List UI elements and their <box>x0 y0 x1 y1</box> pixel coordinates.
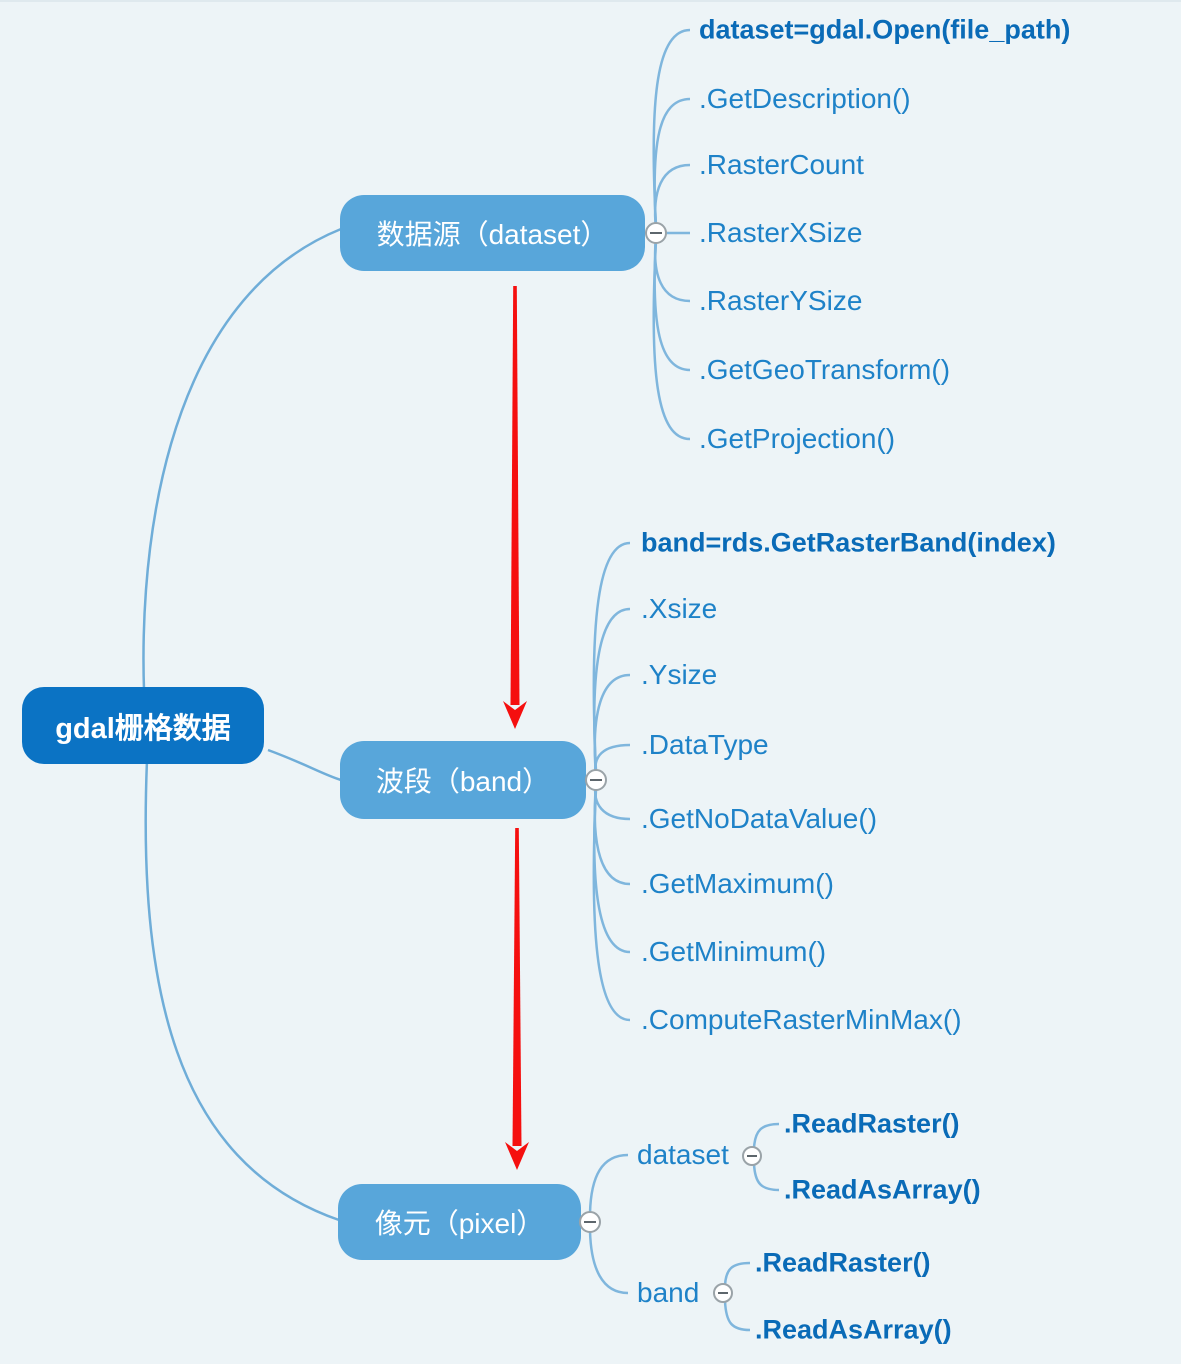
connector-band-child-5 <box>593 784 631 886</box>
connector-dataset-child-4 <box>653 236 691 303</box>
connector-dataset-child-5 <box>653 238 691 372</box>
connector-dataset-child-2 <box>653 163 691 230</box>
dataset-method-getgeotransform[interactable]: .GetGeoTransform() <box>699 354 951 385</box>
root-node-gdal-raster[interactable]: gdal栅格数据 <box>22 687 264 764</box>
branch-node-band[interactable]: 波段（band） <box>340 741 586 819</box>
pixel-dataset-readasarray[interactable]: .ReadAsArray() <box>784 1174 981 1205</box>
branch-node-dataset[interactable]: 数据源（dataset） <box>340 195 645 271</box>
dataset-method-getdescription[interactable]: .GetDescription() <box>699 83 911 114</box>
band-method-getmaximum[interactable]: .GetMaximum() <box>641 868 834 899</box>
band-method-getnodatavalue[interactable]: .GetNoDataValue() <box>641 803 878 834</box>
collapse-icon-dataset[interactable] <box>645 222 667 244</box>
band-method-getminimum[interactable]: .GetMinimum() <box>641 936 827 967</box>
dataset-attr-rasterxsize[interactable]: .RasterXSize <box>699 217 863 248</box>
band-attr-xsize[interactable]: .Xsize <box>641 593 718 624</box>
band-method-computerasterminmax[interactable]: .ComputeRasterMinMax() <box>641 1004 962 1035</box>
connector-pixel-to-band <box>588 1230 629 1295</box>
connector-root-to-dataset <box>142 227 342 729</box>
flow-arrow-band-to-pixel <box>505 828 529 1170</box>
branch-node-dataset-label: 数据源（dataset） <box>376 219 609 250</box>
connector-band-child-2 <box>593 673 631 776</box>
connector-band-child-6 <box>593 786 631 954</box>
collapse-icon-pixel-band[interactable] <box>713 1283 733 1303</box>
collapse-icon-band[interactable] <box>585 769 607 791</box>
branch-node-band-label: 波段（band） <box>375 766 551 797</box>
dataset-method-open[interactable]: dataset=gdal.Open(file_path) <box>699 14 1071 45</box>
dataset-method-getprojection[interactable]: .GetProjection() <box>699 423 896 454</box>
connector-band-child-7 <box>592 788 631 1022</box>
band-attr-datatype[interactable]: .DataType <box>641 729 769 760</box>
connector-pixel-dataset-child-0 <box>752 1122 780 1149</box>
connector-pixel-to-dataset <box>588 1153 629 1214</box>
minus-glyph <box>747 1155 757 1157</box>
band-method-getrasterband[interactable]: band=rds.GetRasterBand(index) <box>641 527 1056 558</box>
flow-arrow-dataset-to-band <box>503 286 527 729</box>
collapse-icon-pixel[interactable] <box>579 1211 601 1233</box>
dataset-attr-rasterysize[interactable]: .RasterYSize <box>699 285 863 316</box>
pixel-subnode-band[interactable]: band <box>637 1277 700 1308</box>
minus-glyph <box>718 1292 728 1294</box>
connector-root-to-pixel <box>144 759 340 1222</box>
root-node-label: gdal栅格数据 <box>55 712 231 745</box>
pixel-dataset-readraster[interactable]: .ReadRaster() <box>784 1108 960 1139</box>
pixel-band-readraster[interactable]: .ReadRaster() <box>755 1247 931 1278</box>
collapse-icon-pixel-dataset[interactable] <box>742 1146 762 1166</box>
connector-root-to-band <box>267 748 342 782</box>
band-attr-ysize[interactable]: .Ysize <box>641 659 718 690</box>
connector-pixel-dataset-child-1 <box>752 1163 780 1192</box>
connector-pixel-band-child-1 <box>723 1300 751 1332</box>
minus-glyph <box>650 232 662 234</box>
minus-glyph <box>584 1221 596 1223</box>
connector-dataset-child-0 <box>652 28 691 226</box>
connector-dataset-child-6 <box>652 240 691 441</box>
pixel-subnode-dataset[interactable]: dataset <box>637 1139 729 1170</box>
connector-pixel-band-child-0 <box>723 1261 751 1286</box>
dataset-attr-rastercount[interactable]: .RasterCount <box>699 149 864 180</box>
connector-dataset-child-1 <box>653 97 691 228</box>
pixel-band-readasarray[interactable]: .ReadAsArray() <box>755 1314 952 1345</box>
minus-glyph <box>590 779 602 781</box>
branch-node-pixel[interactable]: 像元（pixel） <box>338 1184 581 1260</box>
branch-node-pixel-label: 像元（pixel） <box>374 1208 545 1239</box>
